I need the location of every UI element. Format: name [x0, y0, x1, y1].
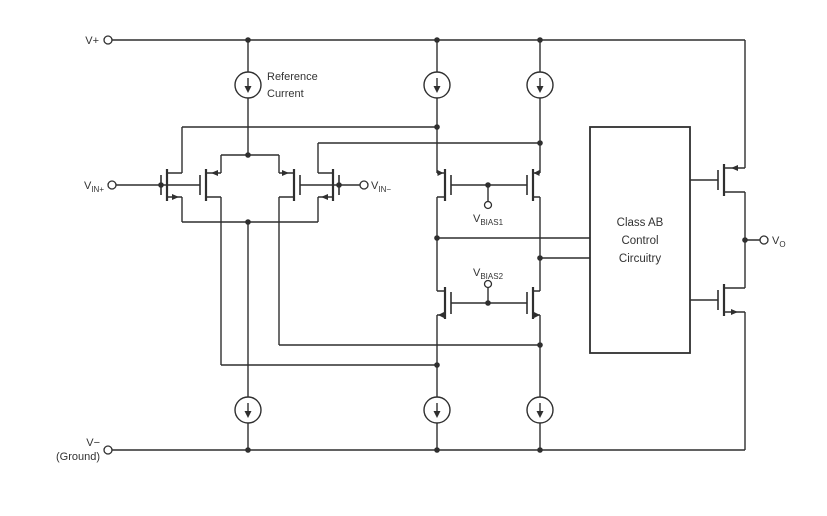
- vplus-terminal-icon: [103, 35, 113, 45]
- class-ab-box: [589, 126, 691, 354]
- vplus-label: V+: [85, 35, 99, 47]
- junction-dot: [742, 237, 748, 243]
- class-ab-block: Class AB Control Circuitry: [589, 126, 691, 354]
- junction-dot: [537, 140, 543, 146]
- junction-dot: [158, 182, 164, 188]
- vbias1-terminal-icon: [483, 200, 493, 210]
- class-ab-label-line2: Control: [621, 235, 658, 247]
- junction-dot: [434, 235, 440, 241]
- input-stage-wires: [116, 126, 540, 397]
- class-ab-label-line3: Circuitry: [619, 253, 661, 265]
- current-source-arrow-shafts: [247, 78, 541, 412]
- junction-dot: [485, 300, 491, 306]
- junction-dot: [537, 255, 543, 261]
- vbias1-base: V: [473, 213, 481, 225]
- junction-dot: [434, 447, 440, 453]
- cascode-stage-wires: [436, 172, 590, 397]
- reference-current-label-line1: Reference: [267, 71, 318, 83]
- vbias2-base: V: [473, 267, 481, 279]
- labels: V+ V− (Ground) Reference Current VIN+ VI…: [56, 35, 786, 463]
- vbias2-terminal-icon: [483, 279, 493, 289]
- vin-plus-label: VIN+: [84, 180, 104, 194]
- vout-base: V: [772, 235, 780, 247]
- current-source-stems: [247, 40, 541, 450]
- class-ab-label-line1: Class AB: [617, 217, 664, 229]
- vin-minus-sub: IN−: [378, 185, 391, 194]
- vin-plus-sub: IN+: [91, 185, 104, 194]
- vin-minus-label: VIN−: [371, 180, 391, 194]
- supply-rails: [112, 39, 746, 451]
- vbias1-sub: BIAS1: [480, 218, 503, 227]
- vin-minus-base: V: [371, 180, 379, 192]
- junction-dot: [245, 37, 251, 43]
- reference-current-label-line2: Current: [267, 88, 304, 100]
- vin-plus-terminal-icon: [107, 180, 117, 190]
- junction-dot: [434, 37, 440, 43]
- current-sources: [234, 71, 554, 424]
- ground-label: (Ground): [56, 451, 100, 463]
- vbias1-label: VBIAS1: [473, 213, 504, 227]
- vin-plus-base: V: [84, 180, 92, 192]
- terminals: [103, 35, 769, 455]
- vbias2-label: VBIAS2: [473, 267, 504, 281]
- vout-sub: O: [779, 240, 785, 249]
- junction-dot: [434, 124, 440, 130]
- junction-dot: [537, 37, 543, 43]
- transistor-channel-bars: [165, 164, 726, 319]
- junction-dot: [245, 152, 251, 158]
- junction-dots: [158, 37, 748, 453]
- current-source-arrowheads: [244, 86, 544, 418]
- vminus-label: V−: [86, 437, 100, 449]
- junction-dot: [245, 219, 251, 225]
- junction-dot: [485, 182, 491, 188]
- junction-dot: [336, 182, 342, 188]
- junction-dot: [245, 447, 251, 453]
- vin-minus-terminal-icon: [359, 180, 369, 190]
- junction-dot: [537, 342, 543, 348]
- vout-label: VO: [772, 235, 786, 249]
- junction-dot: [434, 362, 440, 368]
- vminus-terminal-icon: [103, 445, 113, 455]
- vbias2-sub: BIAS2: [480, 272, 503, 281]
- junction-dot: [537, 447, 543, 453]
- vout-terminal-icon: [759, 235, 769, 245]
